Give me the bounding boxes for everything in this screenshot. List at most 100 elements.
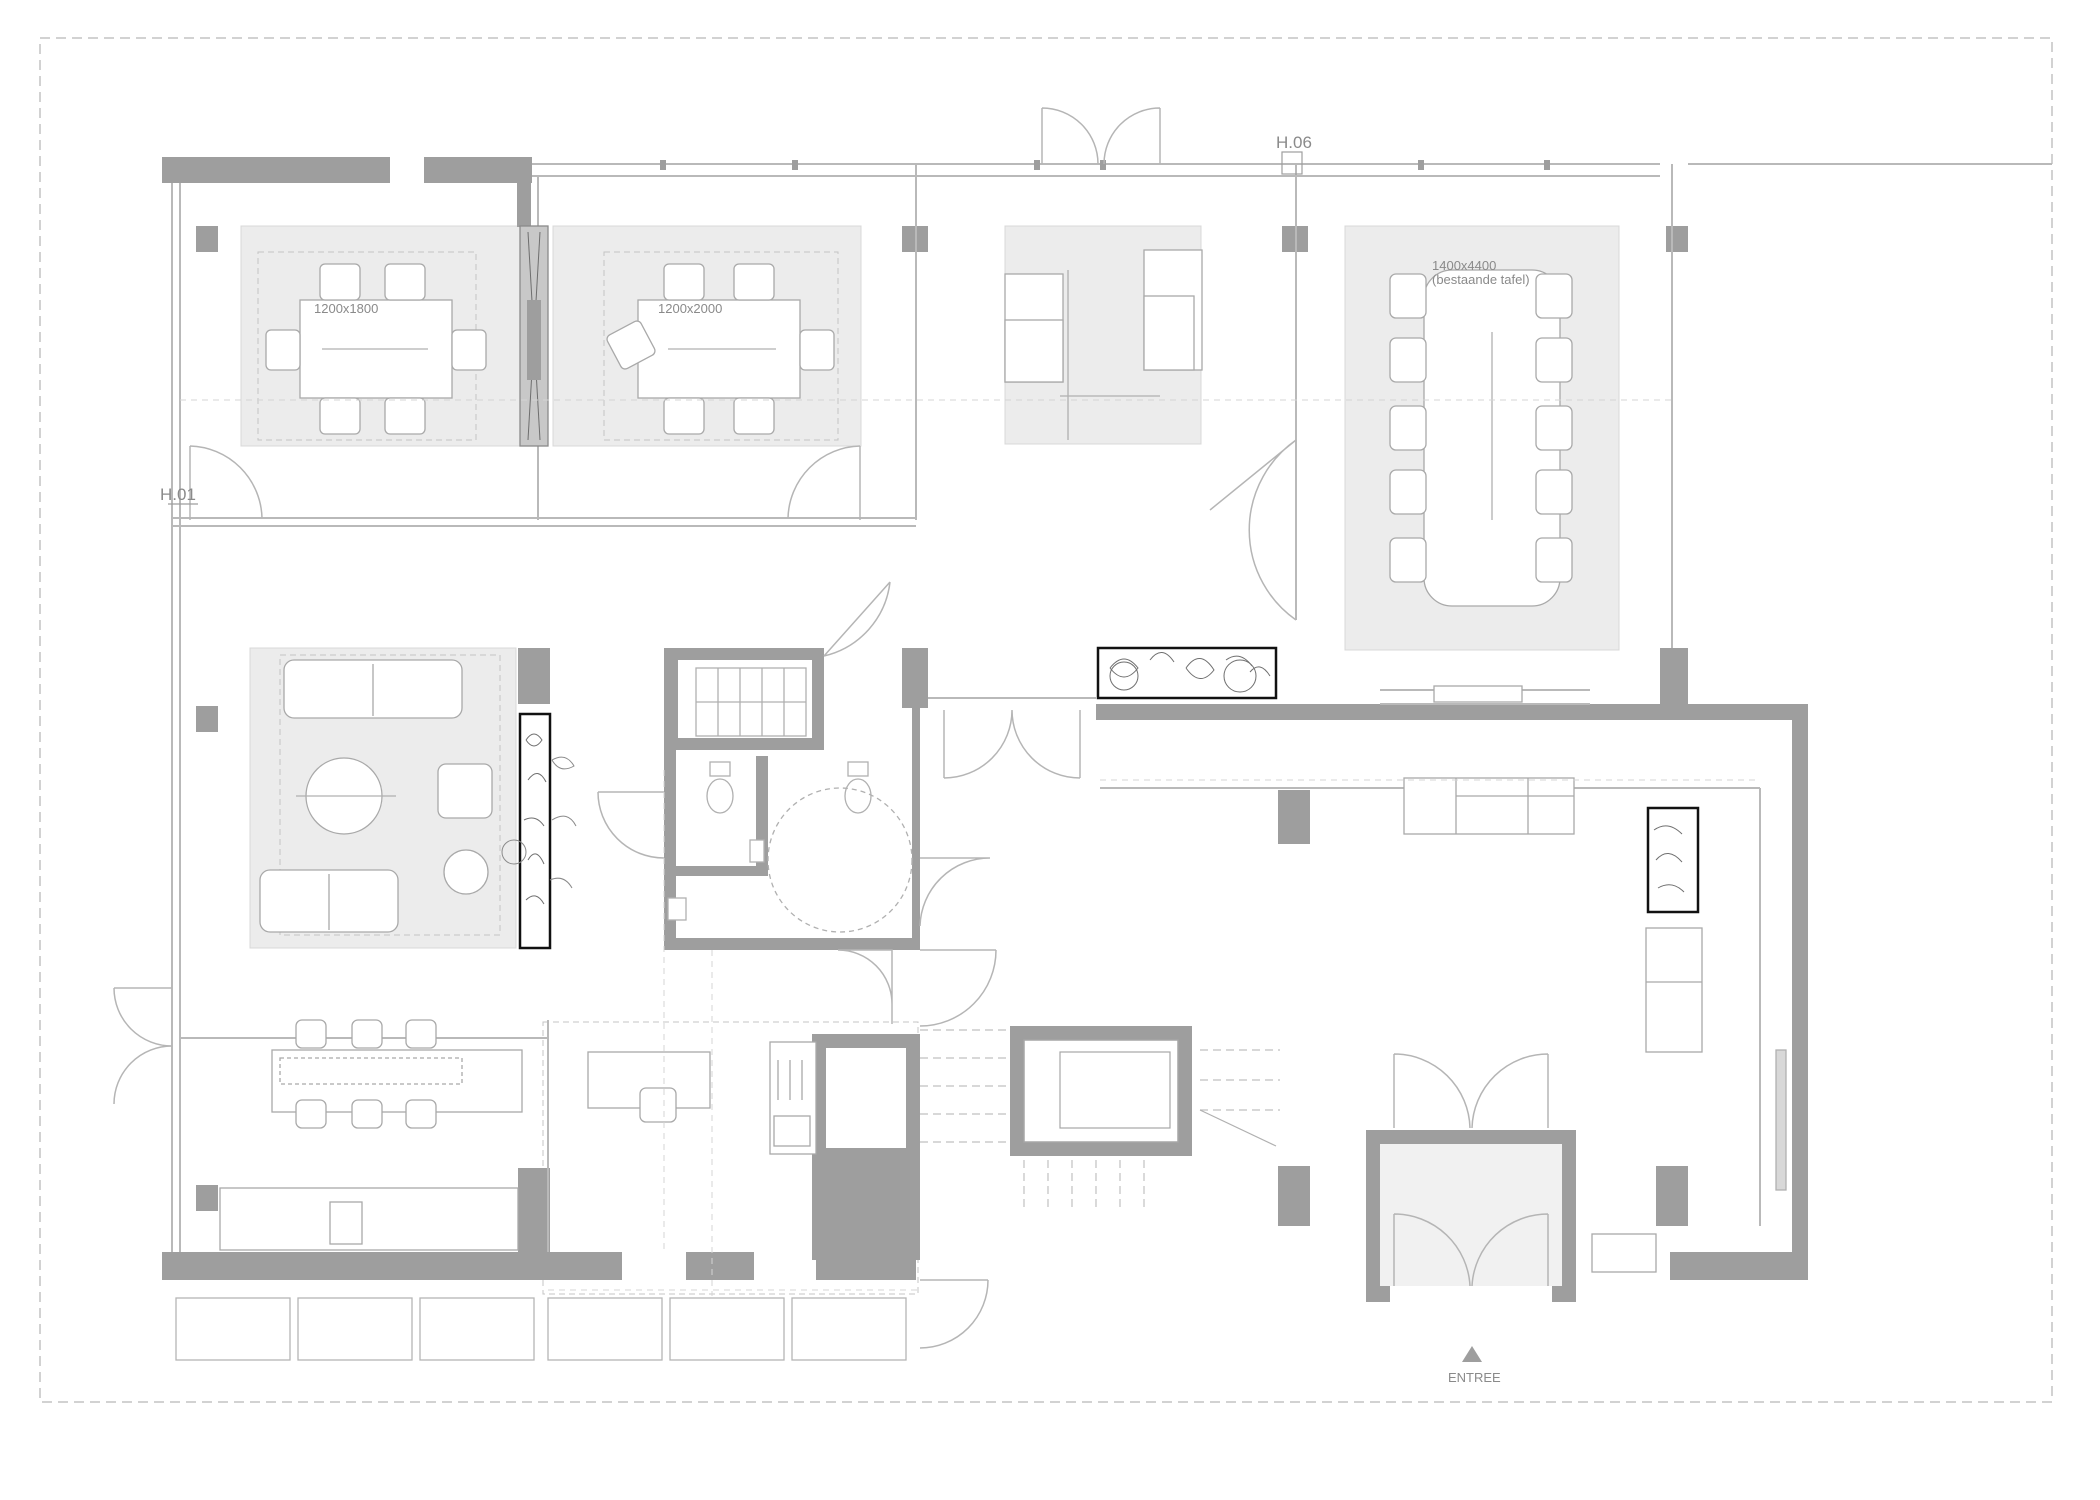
wall-vestibule-left: [1366, 1130, 1380, 1300]
site-boundary: [39, 37, 2053, 1403]
wall-toilet-h: [664, 866, 768, 876]
chair: [265, 329, 301, 371]
booth-right-seat: [1143, 295, 1195, 371]
chair: [1535, 337, 1573, 383]
sill: [1433, 685, 1523, 703]
mullion: [660, 160, 666, 170]
chair: [799, 329, 835, 371]
door-stair: [823, 581, 891, 657]
bar-inner: [279, 1057, 463, 1085]
door-room1: [189, 445, 263, 520]
door-left-facade: [113, 987, 173, 1105]
stool: [405, 1099, 437, 1129]
wall-stair-bottom: [664, 738, 824, 750]
planter-reception: [1646, 806, 1700, 914]
meeting-room-2: [606, 263, 835, 435]
entrance-label: ENTREE: [1448, 1370, 1501, 1385]
door-top-double: [1041, 107, 1161, 165]
boardroom-table-note-label: (bestaande tafel): [1432, 272, 1530, 287]
bench: [1645, 927, 1703, 1053]
column-1: [196, 226, 218, 252]
plant-foliage: [523, 652, 1685, 905]
chair: [1389, 469, 1427, 515]
column-7: [518, 648, 550, 704]
lounge-dashed: [279, 654, 501, 936]
bay: [297, 1297, 413, 1361]
stool: [351, 1099, 383, 1129]
chair: [1535, 469, 1573, 515]
grid-lines: [180, 399, 1760, 1296]
chair: [1389, 337, 1427, 383]
entrance-arrow-icon: [1462, 1346, 1482, 1362]
radiator: [1775, 1049, 1787, 1191]
toilets: [667, 761, 913, 933]
chair-rotated: [606, 320, 656, 370]
wall-vestibule-foot-r: [1552, 1286, 1576, 1302]
wall-bottom-right: [1670, 1252, 1808, 1280]
chair: [1535, 273, 1573, 319]
chair: [1535, 405, 1573, 451]
wall-boardroom-right: [1660, 648, 1688, 706]
door-focus: [1209, 439, 1297, 621]
toilet-tank-1: [709, 761, 731, 777]
chair: [1389, 273, 1427, 319]
printer: [773, 1115, 811, 1147]
bay: [175, 1297, 291, 1361]
cabinet: [1591, 1233, 1657, 1273]
column-5: [196, 706, 218, 732]
wall-vestibule-foot-l: [1366, 1286, 1390, 1302]
kitchen-sink: [329, 1201, 363, 1245]
wall-reception-top: [1096, 704, 1806, 720]
wall-top-left-2: [424, 157, 532, 183]
chair: [319, 263, 361, 301]
boardroom-table-size-label: 1400x4400: [1432, 258, 1496, 273]
room-2-dashed: [603, 251, 839, 441]
chair: [733, 397, 775, 435]
bay: [547, 1297, 663, 1361]
lift-shaft: [1023, 1039, 1179, 1143]
chair: [663, 263, 705, 301]
door-corridor-left: [597, 791, 665, 859]
coffee-table: [443, 849, 489, 895]
door-room2: [787, 445, 861, 520]
wall-left-bottom-stub: [518, 1168, 550, 1252]
sliding-wall: [519, 225, 549, 447]
meeting-room-1: [265, 263, 487, 435]
door-toilet: [919, 857, 991, 927]
chair: [1535, 537, 1573, 583]
mullion: [1034, 160, 1040, 170]
door-bottom: [919, 1279, 989, 1349]
chair: [1389, 537, 1427, 583]
stair-diagonal: [1199, 1109, 1277, 1147]
wall-center-vertical-2: [912, 706, 920, 942]
plant-foliage-outside: [501, 756, 577, 889]
planter-entry: [1096, 646, 1278, 700]
chair: [384, 397, 426, 435]
column-9: [1278, 1166, 1310, 1226]
bay: [669, 1297, 785, 1361]
toilet-bowl-2: [844, 778, 872, 814]
door-entry-double: [943, 709, 1081, 779]
column-4: [1666, 226, 1688, 252]
wall-stair-top: [664, 648, 824, 660]
marker-h06-tick: [1281, 151, 1303, 175]
wall-top-left: [162, 157, 390, 183]
mullion: [1544, 160, 1550, 170]
bar-counter: [271, 1049, 523, 1113]
bay: [791, 1297, 907, 1361]
main-stair: [920, 1029, 1280, 1210]
reception-desk: [1403, 777, 1575, 835]
armchair: [437, 763, 493, 819]
desk-chair: [639, 1087, 677, 1123]
wall-center-lower-inner: [826, 1048, 906, 1148]
wall-vestibule-right: [1562, 1130, 1576, 1300]
door-kitchen: [837, 949, 893, 1024]
stool: [405, 1019, 437, 1049]
facade-mullions: [660, 160, 1550, 170]
toilet-bowl-1: [706, 778, 734, 814]
wall-stair-right: [812, 648, 824, 748]
chair: [663, 397, 705, 435]
table-2-size-label: 1200x2000: [658, 301, 722, 316]
stair-core: [695, 667, 807, 737]
marker-h06: H.06: [1276, 133, 1312, 152]
